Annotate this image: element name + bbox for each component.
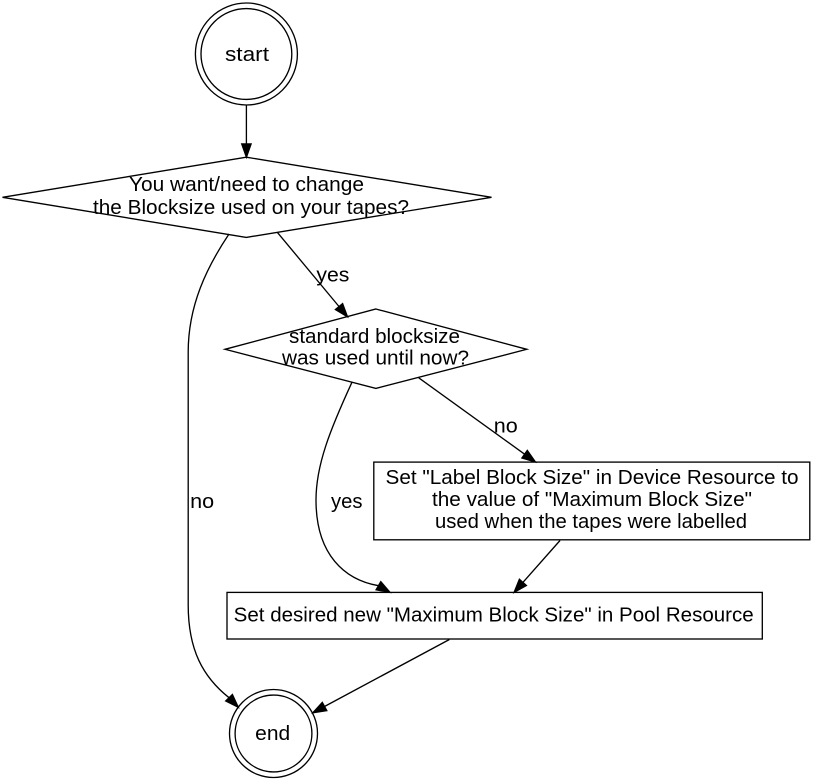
svg-text:Set desired new "Maximum Block: Set desired new "Maximum Block Size" in … <box>234 605 754 627</box>
svg-text:yes: yes <box>331 491 363 513</box>
svg-text:used when the tapes were label: used when the tapes were labelled <box>435 511 747 533</box>
svg-text:the Blocksize used on your tap: the Blocksize used on your tapes? <box>93 197 409 219</box>
svg-text:end: end <box>255 723 290 745</box>
svg-text:You want/need to change: You want/need to change <box>129 174 364 196</box>
svg-text:no: no <box>190 491 214 513</box>
svg-text:the value of "Maximum Block Si: the value of "Maximum Block Size" <box>432 489 752 511</box>
svg-text:yes: yes <box>316 265 349 287</box>
svg-text:no: no <box>494 416 518 438</box>
svg-text:Set "Label Block Size" in Devi: Set "Label Block Size" in Device Resourc… <box>386 467 799 489</box>
svg-text:start: start <box>225 44 269 66</box>
svg-text:was used until now?: was used until now? <box>281 348 469 370</box>
svg-text:standard blocksize: standard blocksize <box>289 326 460 348</box>
